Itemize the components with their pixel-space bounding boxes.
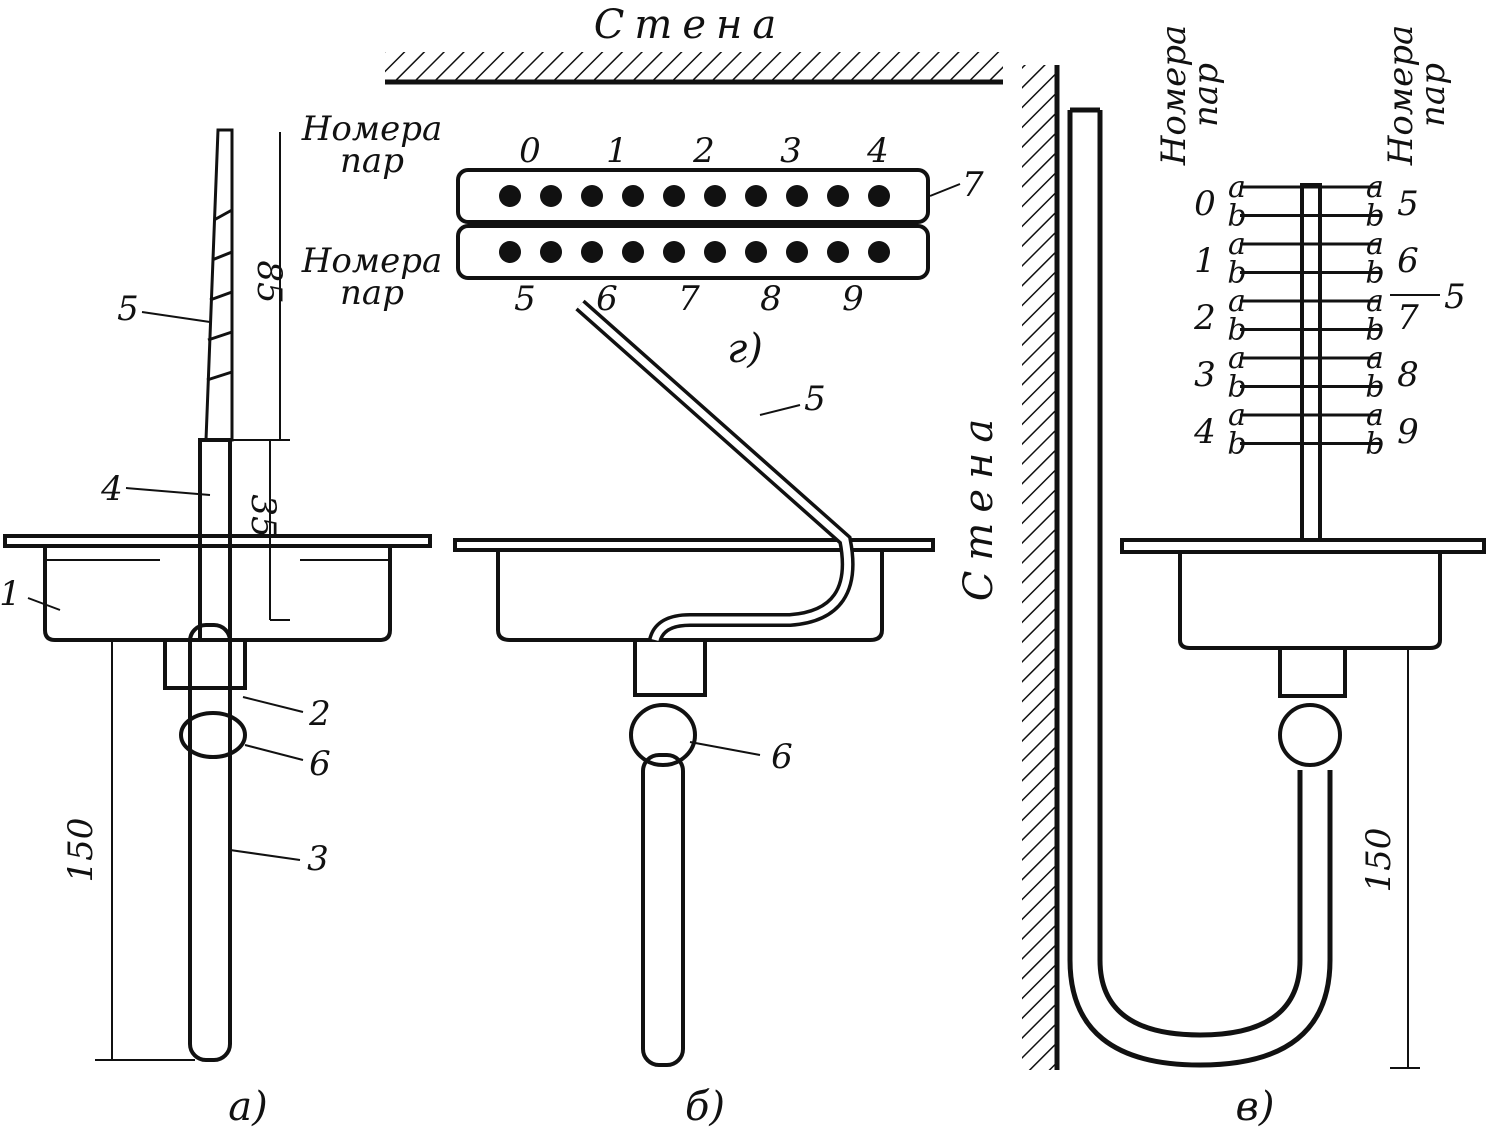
dim-35: 35 xyxy=(243,494,283,537)
wire-letter-left: a xyxy=(1228,398,1246,433)
caption-g: г) xyxy=(727,326,763,372)
wire-letter-right: b xyxy=(1365,313,1384,348)
pair-number-top: 0 xyxy=(519,131,541,171)
strip-hole xyxy=(622,241,644,263)
strip-hole xyxy=(827,185,849,207)
wire-letter-right: a xyxy=(1366,398,1384,433)
part-3-label: 3 xyxy=(307,839,329,879)
strip-hole xyxy=(540,185,562,207)
pair-number-v-right: 8 xyxy=(1397,355,1419,395)
strip-hole xyxy=(663,185,685,207)
wire-letter-right: b xyxy=(1365,370,1384,405)
pairs-label-v-right-2: пар xyxy=(1413,63,1453,127)
wire-letter-right: b xyxy=(1365,427,1384,462)
panel-a xyxy=(3,128,432,1062)
pair-number-top: 3 xyxy=(780,131,802,171)
wire-letter-left: a xyxy=(1228,284,1246,319)
strip-hole xyxy=(704,241,726,263)
wire-letter-right: b xyxy=(1365,199,1384,234)
wire-letter-left: b xyxy=(1227,199,1246,234)
dim-150-v: 150 xyxy=(1359,828,1399,893)
strip-hole xyxy=(868,241,890,263)
top-wall xyxy=(385,52,1003,85)
wall-top-label: Стена xyxy=(594,2,786,48)
connector-strip xyxy=(456,168,930,280)
pair-number-v-left: 0 xyxy=(1194,184,1216,224)
strip-hole xyxy=(540,241,562,263)
part-6-a-label: 6 xyxy=(309,744,331,784)
wire-letter-right: b xyxy=(1365,256,1384,291)
wall-side-label: Стена xyxy=(956,409,1002,601)
strip-hole xyxy=(663,241,685,263)
wire-letter-left: b xyxy=(1227,313,1246,348)
strip-hole xyxy=(745,241,767,263)
pairs-label-v-right: Номера xyxy=(1381,25,1421,166)
pair-number-top: 2 xyxy=(692,131,715,171)
pairs-label-v-left-2: пар xyxy=(1186,63,1226,127)
strip-hole xyxy=(868,185,890,207)
strip-hole xyxy=(786,185,808,207)
wire-letter-right: a xyxy=(1366,227,1384,262)
pair-number-v-left: 3 xyxy=(1194,355,1216,395)
strip-hole xyxy=(622,185,644,207)
wire-letter-left: b xyxy=(1227,256,1246,291)
part-1-label: 1 xyxy=(0,574,21,614)
dim-85: 85 xyxy=(249,260,289,303)
strip-hole xyxy=(499,185,521,207)
pairs-label-v-left: Номера xyxy=(1154,25,1194,166)
pair-number-v-right: 6 xyxy=(1397,241,1419,281)
part-2-label: 2 xyxy=(308,694,331,734)
pair-number-top: 4 xyxy=(866,131,889,171)
pair-number-bottom: 7 xyxy=(678,279,700,319)
caption-a: а) xyxy=(228,1084,267,1130)
pairs-label-g-bottom: Номера xyxy=(301,241,442,281)
wire-letter-left: b xyxy=(1227,370,1246,405)
wire-letter-left: a xyxy=(1228,227,1246,262)
part-6-b-label: 6 xyxy=(771,737,793,777)
wire-letter-left: b xyxy=(1227,427,1246,462)
pair-number-v-right: 7 xyxy=(1397,298,1419,338)
pair-number-v-right: 9 xyxy=(1397,412,1419,452)
pair-number-bottom: 6 xyxy=(596,279,618,319)
wire-letter-left: a xyxy=(1228,341,1246,376)
part-4-label: 4 xyxy=(100,469,123,509)
wire-letter-right: a xyxy=(1366,341,1384,376)
part-5-a-label: 5 xyxy=(117,289,139,329)
panel-b xyxy=(453,299,935,1067)
part-5-b-label: 5 xyxy=(804,379,826,419)
strip-hole xyxy=(786,241,808,263)
side-wall xyxy=(1022,65,1060,1070)
strip-hole xyxy=(827,241,849,263)
part-5-v-label: 5 xyxy=(1444,277,1466,317)
caption-v: в) xyxy=(1236,1084,1275,1130)
pair-number-bottom: 8 xyxy=(760,279,782,319)
strip-hole xyxy=(704,185,726,207)
panel-v xyxy=(1067,107,1486,1069)
pair-number-bottom: 9 xyxy=(842,279,864,319)
part-7-label: 7 xyxy=(962,165,984,205)
wire-letter-right: a xyxy=(1366,170,1384,205)
strip-hole xyxy=(581,241,603,263)
pair-number-v-left: 4 xyxy=(1193,412,1216,452)
dim-150-a: 150 xyxy=(61,818,101,883)
pair-number-v-right: 5 xyxy=(1397,184,1419,224)
strip-hole xyxy=(581,185,603,207)
pair-number-v-left: 2 xyxy=(1193,298,1216,338)
pair-number-top: 1 xyxy=(606,131,628,171)
strip-hole xyxy=(499,241,521,263)
caption-b: б) xyxy=(685,1084,725,1130)
pairs-label-g-top-2: пар xyxy=(340,141,404,181)
pair-number-v-left: 1 xyxy=(1194,241,1216,281)
pair-number-bottom: 5 xyxy=(514,279,536,319)
wire-letter-left: a xyxy=(1228,170,1246,205)
wire-letter-right: a xyxy=(1366,284,1384,319)
strip-hole xyxy=(745,185,767,207)
pairs-label-g-top: Номера xyxy=(301,109,442,149)
pairs-label-g-bottom-2: пар xyxy=(340,273,404,313)
